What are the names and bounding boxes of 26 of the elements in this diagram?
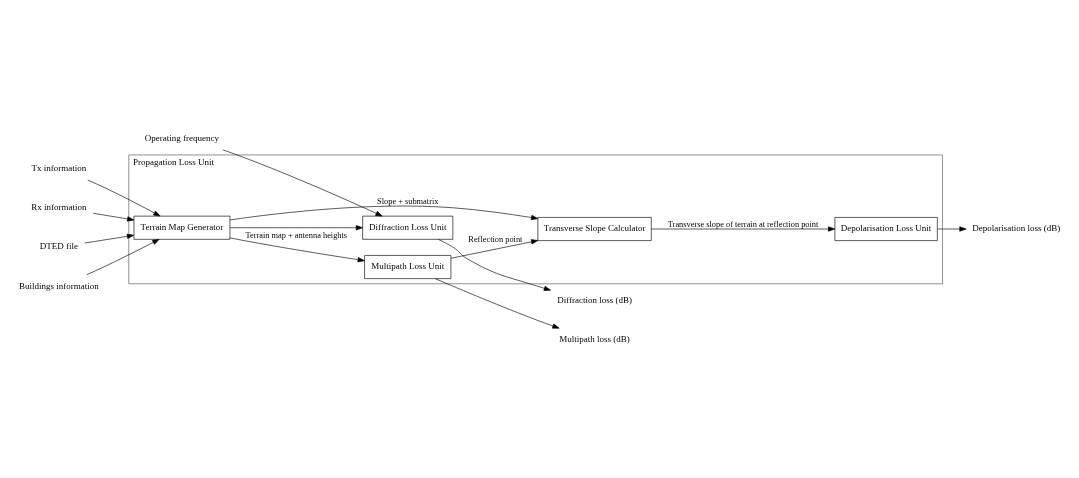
arrow xyxy=(438,239,551,291)
arrow xyxy=(937,226,967,232)
node-box: Terrain Map Generator xyxy=(133,215,231,240)
arrow xyxy=(84,233,134,244)
node-box: Diffraction Loss Unit xyxy=(362,215,454,240)
arrow xyxy=(229,225,363,231)
arrow xyxy=(93,213,135,222)
arrow xyxy=(222,149,383,217)
arrow xyxy=(229,237,365,263)
arrow xyxy=(450,239,539,259)
node-text: Buildings information xyxy=(19,280,99,291)
node-text: Multipath loss (dB) xyxy=(559,334,630,345)
arrow xyxy=(87,179,161,217)
arrow xyxy=(229,205,539,221)
arrow xyxy=(86,239,160,275)
node-text: Operating frequency xyxy=(144,132,220,143)
node-text: Depolarisation loss (dB) xyxy=(972,223,1061,234)
node-text: DTED file xyxy=(39,241,79,252)
node-text: Diffraction loss (dB) xyxy=(557,294,632,305)
arrow xyxy=(651,226,836,232)
node-text: Tx information xyxy=(31,162,87,173)
node-box: Multipath Loss Unit xyxy=(364,255,452,279)
node-box: Depolarisation Loss Unit xyxy=(834,217,938,241)
node-box: Transverse Slope Calculator xyxy=(537,217,652,241)
node-text: Rx information xyxy=(31,202,87,213)
arrow xyxy=(434,278,560,329)
